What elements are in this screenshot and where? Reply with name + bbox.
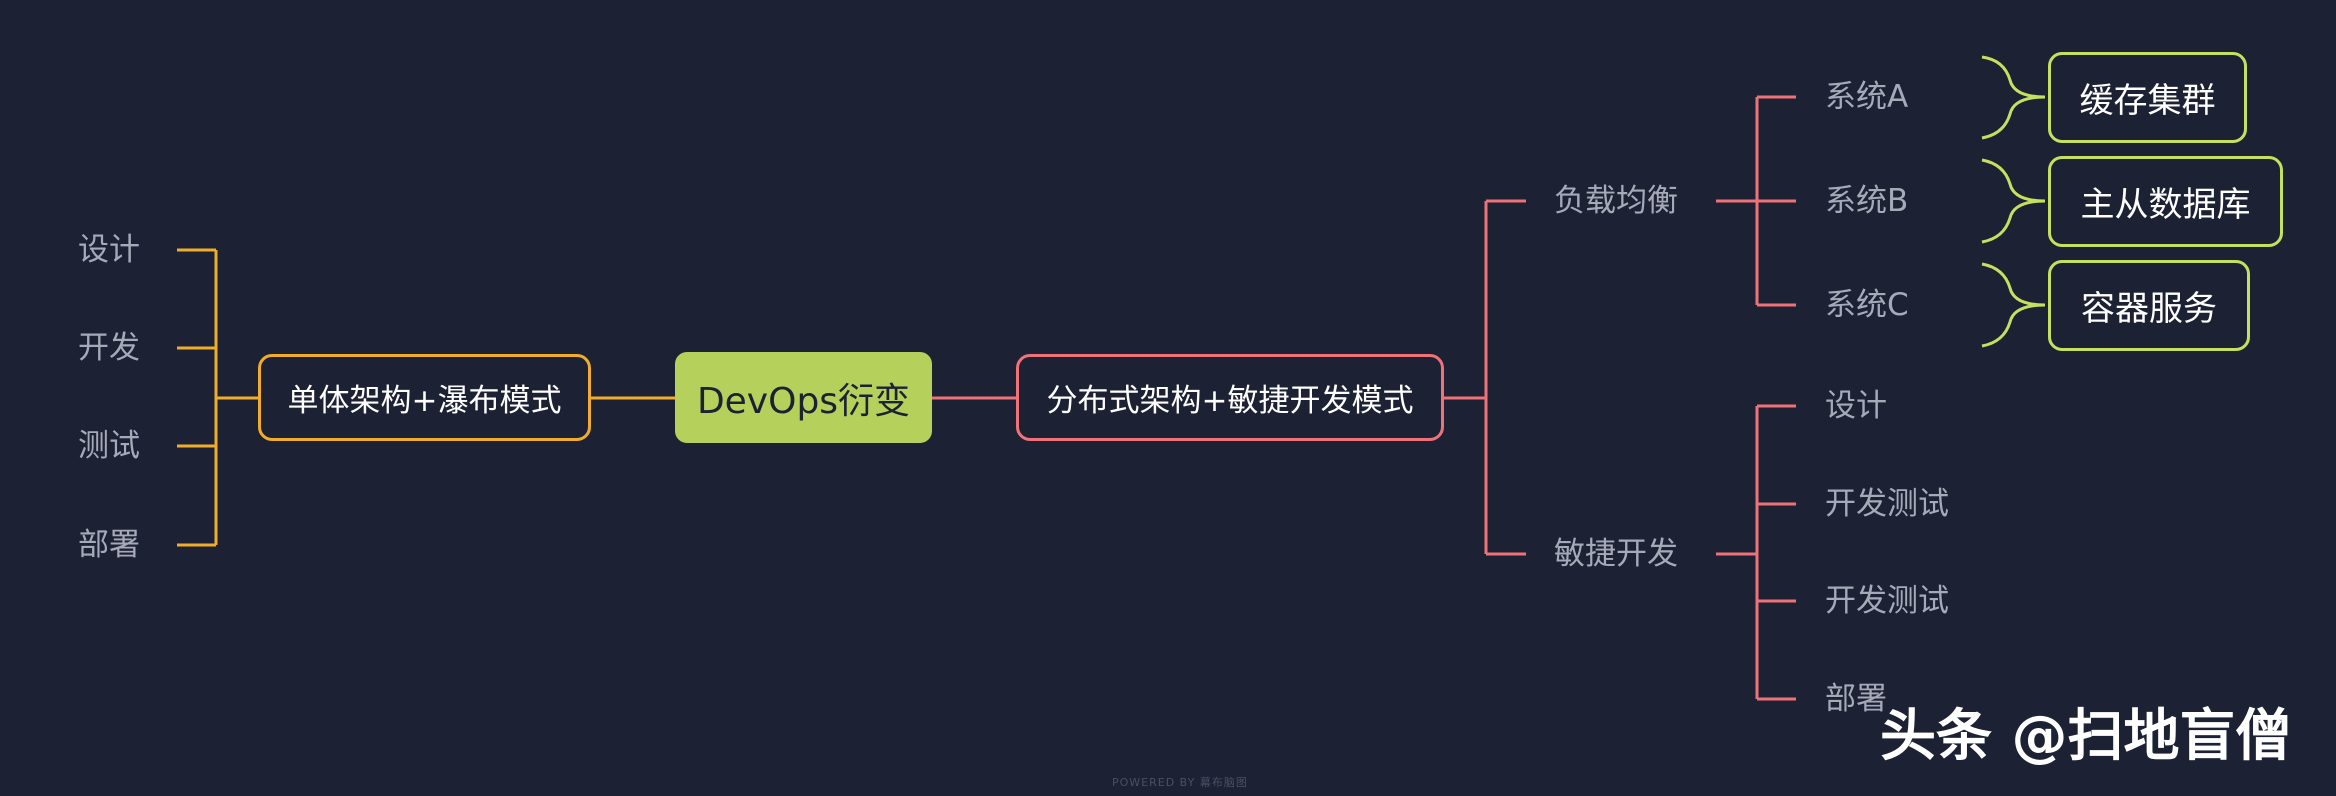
container-service-node[interactable]: 容器服务 [2048,260,2250,351]
system-a-node[interactable]: 系统A [1825,79,1909,115]
left-child-deploy[interactable]: 部署 [78,527,140,563]
connector-brace-c [1981,262,2046,348]
agile-child-deploy[interactable]: 部署 [1825,681,1887,717]
agile-dev-node[interactable]: 敏捷开发 [1554,536,1678,572]
agile-child-design[interactable]: 设计 [1825,388,1887,424]
watermark-text: 头条 @扫地盲僧 [1880,704,2292,769]
powered-by-text: POWERED BY 幕布脑图 [1112,776,1248,789]
connector-brace-a [1981,55,2046,140]
connector-brace-b [1981,158,2046,244]
root-node[interactable]: DevOps衍变 [675,352,932,443]
agile-child-dev-test-2[interactable]: 开发测试 [1825,583,1949,619]
monolith-waterfall-label: 单体架构+瀑布模式 [287,383,562,419]
left-child-test[interactable]: 测试 [78,428,140,464]
distributed-agile-label: 分布式架构+敏捷开发模式 [1046,383,1414,419]
master-slave-db-node[interactable]: 主从数据库 [2048,156,2283,247]
monolith-waterfall-node[interactable]: 单体架构+瀑布模式 [258,354,591,441]
cache-cluster-label: 缓存集群 [2079,81,2216,121]
system-b-node[interactable]: 系统B [1825,183,1909,219]
left-child-develop[interactable]: 开发 [78,330,140,366]
master-slave-db-label: 主从数据库 [2080,185,2251,225]
cache-cluster-node[interactable]: 缓存集群 [2048,52,2247,143]
distributed-agile-node[interactable]: 分布式架构+敏捷开发模式 [1016,354,1444,441]
container-service-label: 容器服务 [2081,289,2217,329]
load-balance-node[interactable]: 负载均衡 [1554,183,1678,219]
system-c-node[interactable]: 系统C [1825,287,1909,323]
left-child-design[interactable]: 设计 [78,232,140,268]
root-node-label: DevOps衍变 [696,380,911,422]
agile-child-dev-test-1[interactable]: 开发测试 [1825,486,1949,522]
